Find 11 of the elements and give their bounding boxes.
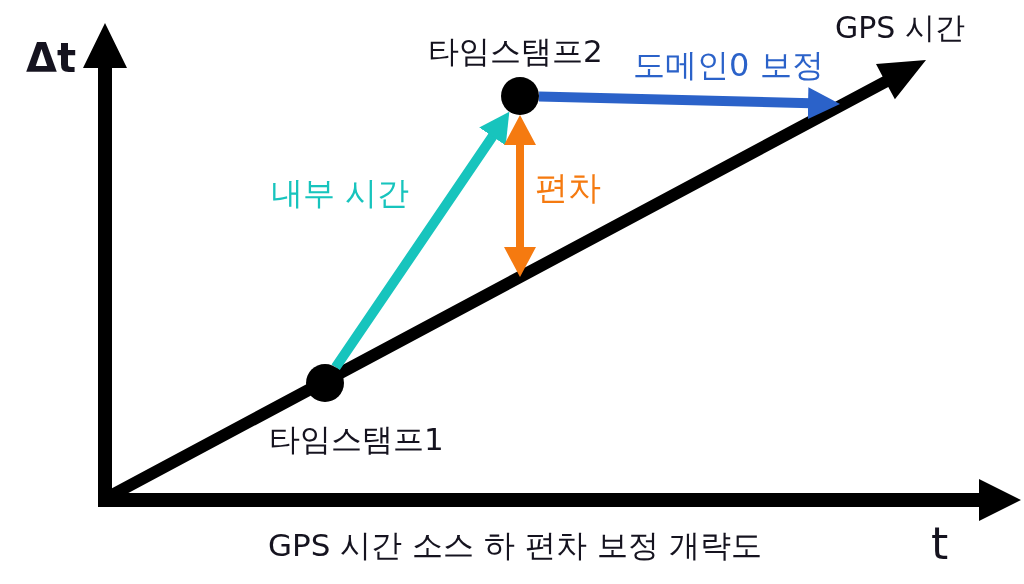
edge-label: 내부 시간 [271, 177, 410, 209]
double-headed-arrow [504, 115, 536, 277]
point-label: 타임스탬프2 [428, 36, 603, 67]
axis-label: t [931, 522, 949, 566]
edge-label: 편차 [535, 171, 601, 204]
arrow [538, 87, 841, 120]
point-label: 타임스탬프1 [269, 424, 444, 455]
axis-label: Δt [26, 38, 77, 78]
line-label: GPS 시간 [835, 13, 965, 43]
caption: GPS 시간 소스 하 편차 보정 개략도 [268, 530, 762, 561]
edge-label: 도메인0 보정 [633, 49, 824, 81]
